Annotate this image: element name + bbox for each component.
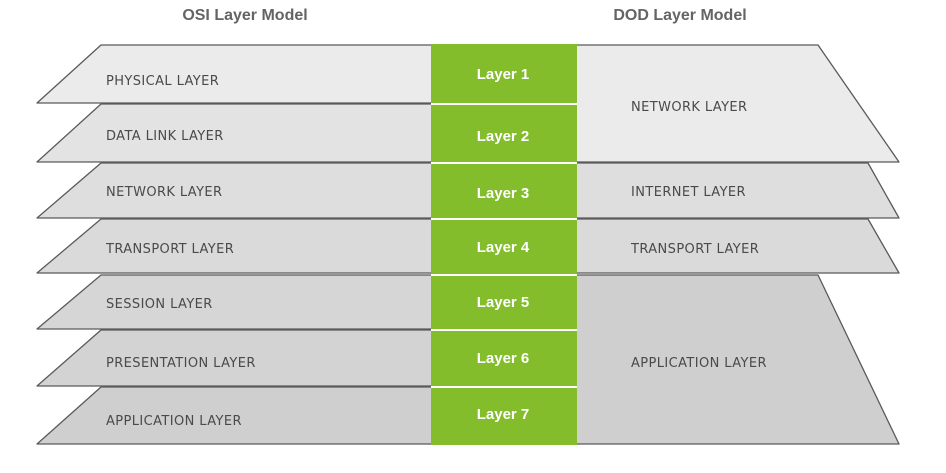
dod-layer-stack	[575, 44, 900, 445]
osi-label-network: NETWORK LAYER	[106, 185, 222, 200]
layer-number-4: Layer 4	[477, 239, 530, 256]
layer-number-2: Layer 2	[477, 128, 530, 145]
osi-label-application: APPLICATION LAYER	[106, 414, 242, 429]
layer-number-column	[431, 44, 577, 445]
osi-layer-stack	[36, 44, 433, 445]
layer-number-3: Layer 3	[477, 185, 530, 202]
osi-slab-data-link	[36, 103, 433, 163]
osi-slab-physical	[36, 44, 433, 104]
osi-slab-transport	[36, 218, 433, 274]
osi-model-title: OSI Layer Model	[182, 7, 307, 24]
osi-label-transport: TRANSPORT LAYER	[105, 242, 234, 257]
dod-label-transport: TRANSPORT LAYER	[630, 242, 759, 257]
green-column	[431, 44, 577, 445]
osi-slab-session	[36, 274, 433, 330]
dod-model-title: DOD Layer Model	[613, 7, 746, 24]
layer-number-5: Layer 5	[477, 294, 530, 311]
dod-label-network: NETWORK LAYER	[631, 100, 747, 115]
dod-label-internet: INTERNET LAYER	[631, 185, 746, 200]
layer-number-1: Layer 1	[477, 66, 530, 83]
osi-label-physical: PHYSICAL LAYER	[106, 74, 219, 89]
osi-slab-network	[36, 162, 433, 219]
osi-label-data-link: DATA LINK LAYER	[106, 129, 224, 144]
layer-number-7: Layer 7	[477, 406, 530, 423]
osi-label-presentation: PRESENTATION LAYER	[106, 356, 256, 371]
dod-label-application: APPLICATION LAYER	[631, 356, 767, 371]
layer-number-6: Layer 6	[477, 350, 530, 367]
osi-label-session: SESSION LAYER	[106, 297, 213, 312]
